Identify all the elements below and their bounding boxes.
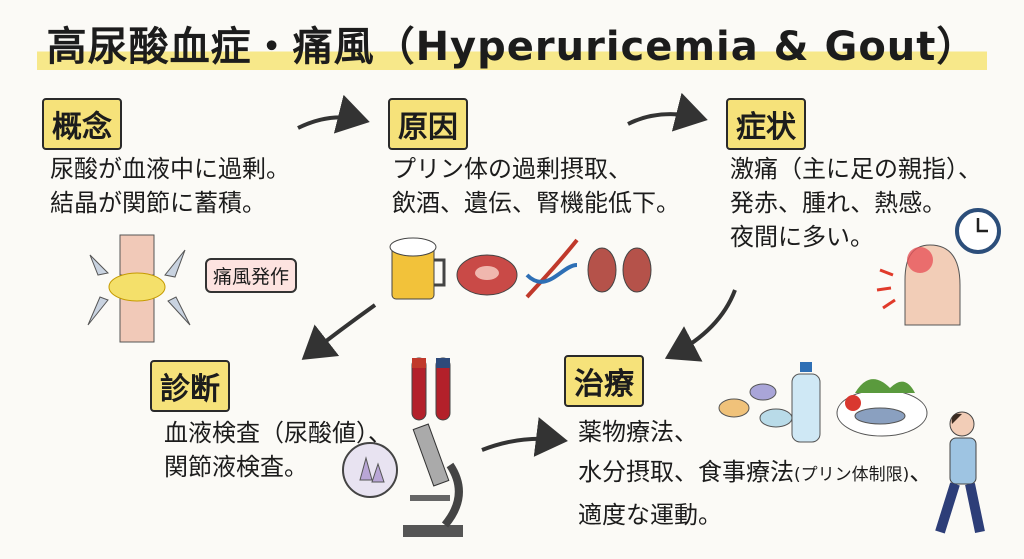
treatment-purine-note: (プリン体制限) <box>794 465 910 485</box>
cause-text: プリン体の過剰摂取、 飲酒、遺伝、腎機能低下。 <box>392 152 680 220</box>
diagnosis-label: 診断 <box>150 360 230 412</box>
cause-label: 原因 <box>388 98 468 150</box>
crystal-magnify-icon <box>342 442 398 498</box>
microscope-icon <box>403 423 463 537</box>
kidney-icon <box>587 247 652 293</box>
treatment-text: 薬物療法、 水分摂取、食事療法(プリン体制限)、 適度な運動。 <box>578 412 933 535</box>
cause-line: 飲酒、遺伝、腎機能低下。 <box>392 189 680 217</box>
joint-crystal-icon <box>87 234 191 343</box>
concept-label: 概念 <box>42 98 122 150</box>
treatment-diet: 水分摂取、食事療法 <box>578 458 794 486</box>
concept-line: 結晶が関節に蓄積。 <box>50 189 266 217</box>
diagnosis-line: 関節液検査。 <box>164 453 308 481</box>
symptom-label: 症状 <box>726 98 806 150</box>
arrow-concept-to-cause <box>297 94 370 134</box>
arrow-cause-to-symptom <box>627 92 708 132</box>
healthy-meal-icon <box>836 379 928 437</box>
pills-icon <box>718 383 793 428</box>
treatment-label: 治療 <box>564 355 644 407</box>
cause-line: プリン体の過剰摂取、 <box>392 155 632 183</box>
treatment-line: 薬物療法、 <box>578 418 698 446</box>
clock-icon <box>955 208 1001 254</box>
cause-illustrations <box>389 237 652 300</box>
concept-text: 尿酸が血液中に過剰。 結晶が関節に蓄積。 <box>50 152 290 220</box>
painful-toe-icon <box>876 244 961 326</box>
gout-attack-tag: 痛風発作 <box>205 258 298 293</box>
beer-icon <box>389 237 446 300</box>
treatment-line: 適度な運動。 <box>578 501 722 529</box>
diagnosis-text: 血液検査（尿酸値）、 関節液検査。 <box>164 416 392 484</box>
walking-person-icon <box>935 411 985 534</box>
blood-tube-icon <box>411 357 451 421</box>
page-title: 高尿酸血症・痛風（Hyperuricemia & Gout） <box>0 14 1024 72</box>
symptom-text: 激痛（主に足の親指）、 発赤、腫れ、熱感。 夜間に多い。 <box>730 152 982 254</box>
symptom-line: 発赤、腫れ、熱感。 <box>730 189 947 217</box>
treatment-comma: 、 <box>909 458 934 486</box>
arrow-cause-to-diagnosis <box>301 303 377 360</box>
dna-icon <box>525 238 579 299</box>
treatment-line: 水分摂取、食事療法(プリン体制限)、 <box>578 452 933 495</box>
arrow-symptom-to-treatment <box>664 289 737 362</box>
concept-line: 尿酸が血液中に過剰。 <box>50 155 290 183</box>
symptom-line: 激痛（主に足の親指）、 <box>730 155 982 183</box>
arrow-diagnosis-to-treatment <box>481 417 568 457</box>
symptom-line: 夜間に多い。 <box>730 223 874 251</box>
water-bottle-icon <box>791 362 821 443</box>
diagnosis-line: 血液検査（尿酸値）、 <box>164 419 392 447</box>
meat-icon <box>456 254 518 296</box>
